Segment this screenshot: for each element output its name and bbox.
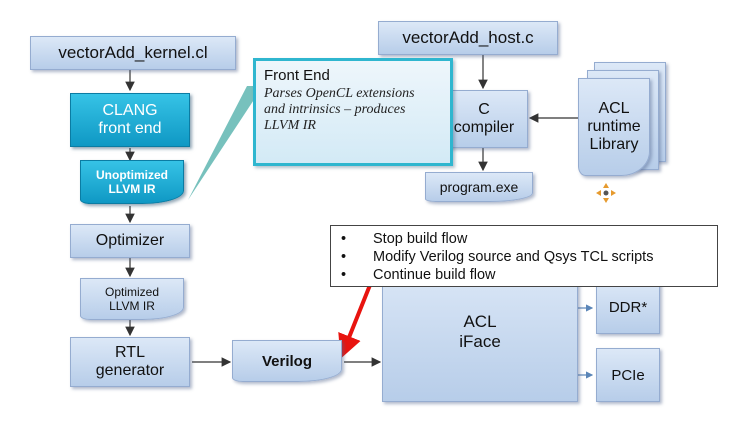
unoptimized-ir-box: Unoptimized LLVM IR (80, 160, 184, 204)
c-compiler-line-2: compiler (453, 119, 515, 136)
note-item: • Modify Verilog source and Qsys TCL scr… (341, 248, 707, 266)
acl-runtime-box: ACL runtime Library (578, 78, 650, 176)
host-file-label: vectorAdd_host.c (402, 28, 534, 47)
acl-iface-line-2: iFace (459, 332, 501, 351)
callout-line-3: LLVM IR (264, 118, 316, 133)
c-compiler-line-1: C (478, 101, 490, 118)
kernel-file-label: vectorAdd_kernel.cl (58, 43, 208, 62)
opt-ir-line-2: LLVM IR (109, 299, 155, 313)
note-2: Modify Verilog source and Qsys TCL scrip… (373, 249, 654, 265)
ddr-label: DDR* (608, 298, 648, 316)
c-compiler-box: C compiler (440, 90, 528, 148)
note-item: • Stop build flow (341, 230, 707, 248)
opt-ir-line-1: Optimized (104, 285, 160, 299)
clang-box: CLANG front end (70, 93, 190, 147)
rtl-generator-box: RTL generator (70, 337, 190, 387)
bullet-icon: • (341, 231, 347, 247)
unopt-ir-line-1: Unoptimized (96, 168, 168, 182)
callout-line-1: Parses OpenCL extensions (264, 86, 415, 101)
rtl-line-2: generator (95, 362, 165, 379)
optimized-ir-box: Optimized LLVM IR (80, 278, 184, 320)
optimizer-label: Optimizer (95, 232, 165, 249)
callout-line-2: and intrinsics – produces (264, 102, 406, 117)
rtl-line-1: RTL (115, 344, 145, 361)
front-end-callout: Front End Parses OpenCL extensions and i… (253, 58, 453, 166)
move-cursor-icon (596, 183, 616, 203)
note-item: • Continue build flow (341, 266, 707, 284)
bullet-icon: • (341, 267, 347, 283)
note-3: Continue build flow (373, 267, 496, 283)
program-exe-box: program.exe (425, 172, 533, 202)
kernel-file-box: vectorAdd_kernel.cl (30, 36, 236, 70)
clang-line-1: CLANG (102, 102, 158, 119)
verilog-label: Verilog (261, 352, 313, 370)
note-1: Stop build flow (373, 231, 468, 247)
ddr-box: DDR* (596, 280, 660, 334)
callout-pointer (188, 86, 263, 200)
acl-iface-line-1: ACL (463, 312, 497, 331)
runtime-line-3: Library (589, 136, 639, 153)
notes-box: • Stop build flow • Modify Verilog sourc… (330, 225, 718, 287)
callout-title: Front End (264, 67, 330, 84)
unopt-ir-line-2: LLVM IR (108, 182, 156, 196)
pcie-label: PCIe (611, 366, 645, 384)
optimizer-box: Optimizer (70, 224, 190, 258)
host-file-box: vectorAdd_host.c (378, 21, 558, 55)
red-arrow (338, 284, 372, 359)
clang-line-2: front end (98, 120, 162, 137)
pcie-box: PCIe (596, 348, 660, 402)
runtime-line-1: ACL (598, 100, 630, 117)
bullet-icon: • (341, 249, 347, 265)
runtime-line-2: runtime (587, 118, 641, 135)
verilog-box: Verilog (232, 340, 342, 382)
program-exe-label: program.exe (439, 179, 519, 195)
